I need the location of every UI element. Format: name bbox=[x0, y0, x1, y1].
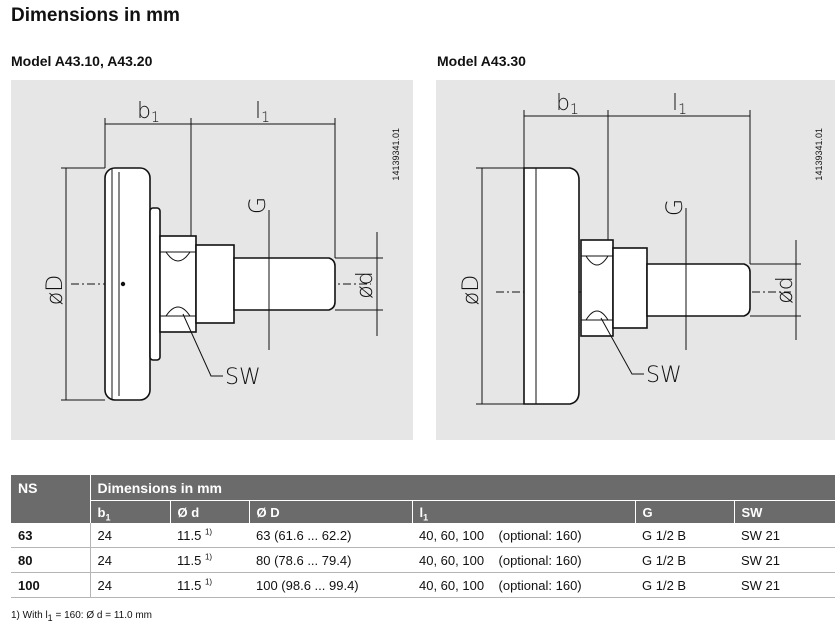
cell-g: G 1/2 B bbox=[635, 572, 734, 598]
hex-nut bbox=[580, 239, 614, 337]
thread bbox=[612, 247, 648, 329]
dimensions-table: NS Dimensions in mm b1 Ø d Ø D l1 G SW 6… bbox=[11, 475, 835, 598]
label-b1: b1 bbox=[137, 99, 160, 126]
table-row: 63 24 11.5 1) 63 (61.6 ... 62.2) 40, 60,… bbox=[11, 523, 835, 548]
table-row: 100 24 11.5 1) 100 (98.6 ... 99.4) 40, 6… bbox=[11, 572, 835, 598]
header-ns: NS bbox=[11, 475, 91, 523]
cell-b1: 24 bbox=[89, 523, 170, 548]
page-title: Dimensions in mm bbox=[11, 5, 180, 26]
cell-d: 11.5 1) bbox=[170, 547, 249, 573]
label-sw: SW bbox=[646, 363, 682, 388]
label-sw: SW bbox=[225, 365, 261, 390]
drawing-a43-30: b1 l1 øD G ød SW 14139341.01 bbox=[436, 80, 835, 440]
header-sw: SW bbox=[733, 500, 835, 523]
cell-l1: 40, 60, 100 (optional: 160) bbox=[412, 523, 635, 548]
header-l1: l1 bbox=[411, 500, 635, 523]
sw-leader bbox=[182, 313, 223, 377]
footnote: 1) With l1 = 160: Ø d = 11.0 mm bbox=[11, 610, 152, 623]
case bbox=[523, 167, 580, 405]
technical-drawing-1: b1 l1 øD G ød SW 14139341.01 bbox=[43, 99, 401, 401]
cell-b1: 24 bbox=[89, 572, 170, 598]
hex-arcs bbox=[165, 251, 191, 317]
cell-ns: 80 bbox=[11, 547, 90, 573]
case-center-mark bbox=[120, 281, 126, 287]
label-l1: l1 bbox=[255, 99, 270, 126]
thread bbox=[195, 244, 235, 324]
label-d: ød bbox=[353, 271, 378, 298]
label-G: G bbox=[663, 199, 688, 216]
cell-l1: 40, 60, 100 (optional: 160) bbox=[412, 547, 635, 573]
back-flange bbox=[149, 207, 161, 361]
stem bbox=[233, 257, 336, 311]
cell-D: 63 (61.6 ... 62.2) bbox=[249, 523, 412, 548]
cell-g: G 1/2 B bbox=[635, 523, 734, 548]
label-l1: l1 bbox=[672, 91, 687, 118]
cell-ns: 100 bbox=[11, 572, 90, 598]
label-D: øD bbox=[43, 275, 68, 305]
label-d: ød bbox=[773, 276, 798, 303]
label-D: øD bbox=[459, 275, 484, 305]
cell-ns: 63 bbox=[11, 523, 90, 548]
stem bbox=[646, 263, 751, 317]
cell-D: 100 (98.6 ... 99.4) bbox=[249, 572, 412, 598]
cell-d: 11.5 1) bbox=[170, 572, 249, 598]
cell-sw: SW 21 bbox=[734, 523, 835, 548]
drawing-a43-10-20: b1 l1 øD G ød SW 14139341.01 bbox=[11, 80, 413, 440]
header-dimensions: Dimensions in mm bbox=[90, 475, 835, 501]
technical-drawing-2: b1 l1 øD G ød SW 14139341.01 bbox=[459, 91, 824, 405]
drawing-code: 14139341.01 bbox=[814, 128, 824, 181]
cell-sw: SW 21 bbox=[734, 572, 835, 598]
header-g: G bbox=[634, 500, 734, 523]
header-d: Ø d bbox=[169, 500, 249, 523]
drawing-code: 14139341.01 bbox=[391, 128, 401, 181]
hex-arcs bbox=[585, 255, 609, 321]
label-b1: b1 bbox=[556, 91, 579, 118]
cell-l1: 40, 60, 100 (optional: 160) bbox=[412, 572, 635, 598]
header-D: Ø D bbox=[248, 500, 412, 523]
hex-nut bbox=[159, 235, 197, 333]
table-row: 80 24 11.5 1) 80 (78.6 ... 79.4) 40, 60,… bbox=[11, 547, 835, 573]
cell-b1: 24 bbox=[89, 547, 170, 573]
label-G: G bbox=[246, 197, 271, 214]
sw-leader bbox=[600, 317, 644, 375]
cell-D: 80 (78.6 ... 79.4) bbox=[249, 547, 412, 573]
model-label-a43-10-20: Model A43.10, A43.20 bbox=[11, 53, 153, 69]
cell-g: G 1/2 B bbox=[635, 547, 734, 573]
model-label-a43-30: Model A43.30 bbox=[437, 53, 526, 69]
header-b1: b1 bbox=[90, 500, 170, 523]
cell-sw: SW 21 bbox=[734, 547, 835, 573]
cell-d: 11.5 1) bbox=[170, 523, 249, 548]
